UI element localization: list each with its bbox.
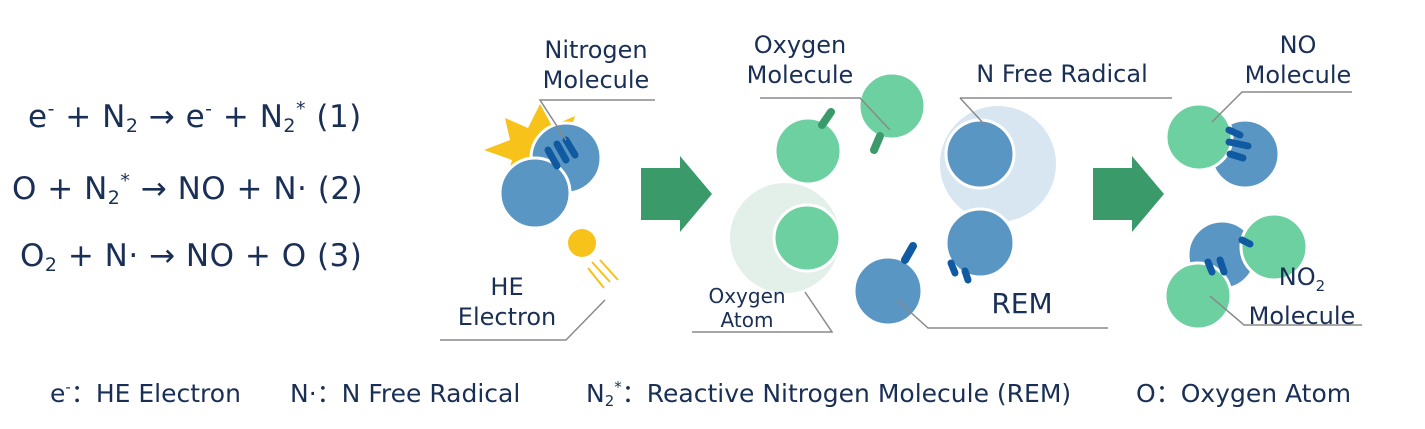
label-oxygen-molecule: Oxygen Molecule [746,31,854,89]
no-bond [1225,126,1252,162]
oxygen-atom [1164,102,1234,172]
process-arrow-1 [641,156,712,232]
legend-item-he-electron: e-：HE Electron [50,378,241,408]
oxygen-atom [1239,212,1309,282]
oxygen-bond [818,108,835,129]
legend-item-oxygen-atom: O：Oxygen Atom [1136,379,1352,408]
oxygen-atom [857,71,927,141]
equation-1: e- + N2 → e- + N2* (1) [28,98,362,137]
label-no-molecule: NO Molecule [1244,31,1352,89]
legend-item-n-free-radical: N·：N Free Radical [290,379,521,408]
nitrogen-atom [498,156,572,230]
equation-3: O2 + N· → NO + O (3) [20,238,363,276]
no2-bond [1204,236,1254,276]
electron-motion-lines [587,259,619,289]
label-n-free-radical: N Free Radical [976,60,1148,88]
nitrogen-bond [947,259,972,284]
nitrogen-atom [944,207,1016,279]
oxygen-bond [870,132,884,154]
label-he-electron: HE Electron [457,273,557,331]
label-oxygen-atom: Oxygen Atom [708,284,786,332]
nitrogen-atom [852,255,924,327]
nitrogen-atom [944,118,1016,190]
leader-lines [692,97,1172,333]
legend-item-rem: N2*：Reactive Nitrogen Molecule (REM) [586,378,1072,410]
label-nitrogen-molecule: Nitrogen Molecule [542,36,650,94]
label-no2-molecule: NO2 Molecule [1248,263,1356,330]
nitrogen-bond [544,136,579,170]
equation-2: O + N2* → NO + N· (2) [12,170,364,209]
oxygen-atom [773,116,843,186]
nitrogen-bond [901,242,917,264]
oxygen-atom [1163,261,1233,331]
leader-lines [440,99,655,341]
electron-particle [568,229,596,257]
process-arrow-2 [1093,156,1164,232]
label-rem: REM [991,287,1053,320]
leader-lines [1209,91,1362,326]
oxygen-atom [772,203,842,273]
